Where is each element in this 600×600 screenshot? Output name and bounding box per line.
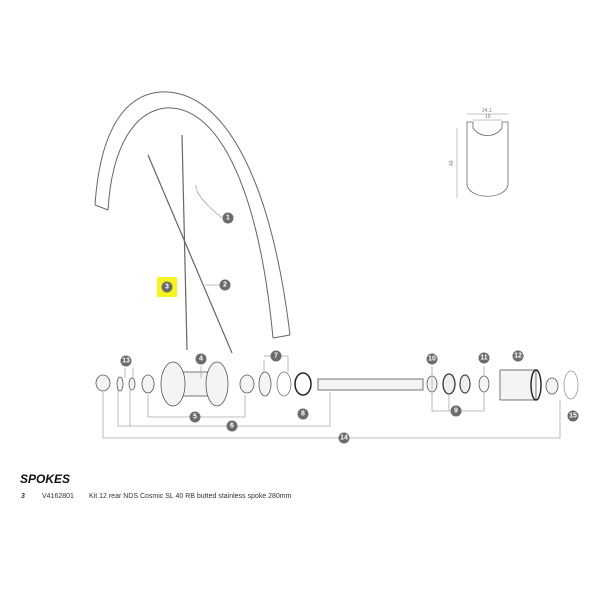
part-ref: 3 — [21, 493, 25, 500]
svg-text:12: 12 — [514, 353, 522, 360]
callout-10[interactable]: 10 — [426, 353, 438, 365]
part-description: Kit 12 rear NDS Cosmic SL 40 RB butted s… — [89, 493, 292, 500]
callout-5[interactable]: 5 — [189, 411, 201, 423]
svg-text:13: 13 — [122, 358, 130, 365]
spokes — [147, 134, 233, 354]
svg-text:8: 8 — [301, 411, 305, 418]
part-code: V4162801 — [42, 493, 74, 500]
svg-text:15: 15 — [569, 413, 577, 420]
hub-parts — [95, 361, 579, 407]
callout-15[interactable]: 15 — [567, 410, 579, 422]
rim — [94, 91, 291, 339]
svg-text:11: 11 — [480, 355, 488, 362]
callout-3[interactable]: 3 — [161, 281, 173, 293]
svg-text:5: 5 — [193, 414, 197, 421]
callout-11[interactable]: 11 — [478, 352, 490, 364]
rim-height: 40 — [449, 160, 455, 166]
svg-text:7: 7 — [274, 353, 278, 360]
svg-text:3: 3 — [165, 284, 169, 291]
callouts: 1 2 3 4 5 6 7 8 9 10 11 12 13 14 15 — [120, 212, 579, 444]
section-title: SPOKES — [20, 472, 71, 486]
svg-text:2: 2 — [223, 282, 227, 289]
svg-text:14: 14 — [340, 435, 348, 442]
callout-9[interactable]: 9 — [450, 405, 462, 417]
rim-outer-width: 24.1 — [482, 108, 492, 114]
callout-8[interactable]: 8 — [297, 408, 309, 420]
callout-12[interactable]: 12 — [512, 350, 524, 362]
callout-1[interactable]: 1 — [222, 212, 234, 224]
svg-text:10: 10 — [428, 356, 436, 363]
callout-14[interactable]: 14 — [338, 432, 350, 444]
callout-2[interactable]: 2 — [219, 279, 231, 291]
callout-6[interactable]: 6 — [226, 420, 238, 432]
svg-text:1: 1 — [226, 215, 230, 222]
svg-text:4: 4 — [199, 356, 203, 363]
svg-text:6: 6 — [230, 423, 234, 430]
callout-13[interactable]: 13 — [120, 355, 132, 367]
rim-inner-width: 19 — [485, 114, 491, 120]
svg-text:9: 9 — [454, 408, 458, 415]
callout-4[interactable]: 4 — [195, 353, 207, 365]
rim-profile: 24.1 19 40 — [449, 108, 509, 198]
callout-7[interactable]: 7 — [270, 350, 282, 362]
